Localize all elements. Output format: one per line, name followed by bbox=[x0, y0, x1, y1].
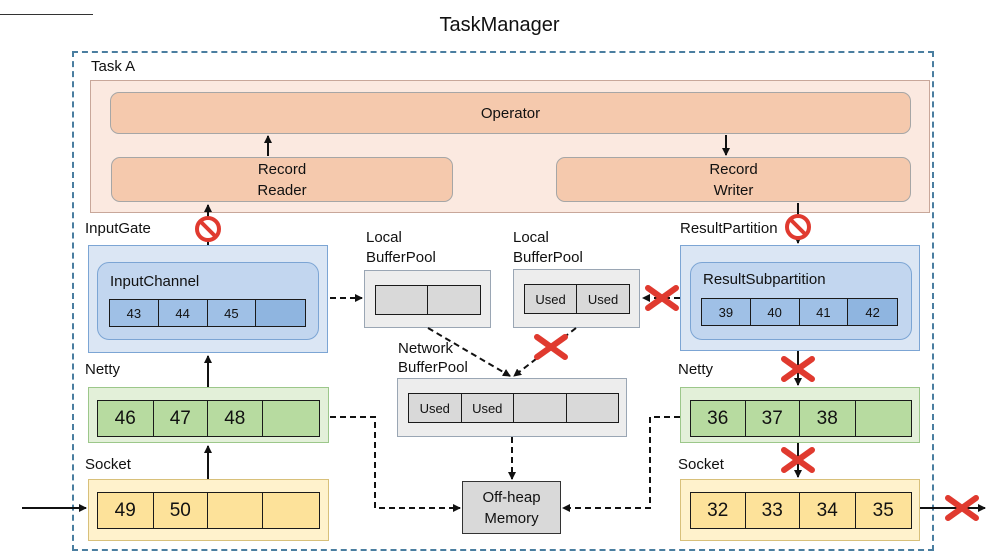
buffer-cell: 32 bbox=[691, 493, 746, 528]
network-line1: Network bbox=[398, 340, 454, 357]
result-partition-label: ResultPartition bbox=[680, 220, 778, 237]
local-bufferpool-left-label: Local BufferPool bbox=[366, 228, 436, 268]
record-reader-line1: Record bbox=[257, 160, 307, 178]
taskmanager-title: TaskManager bbox=[439, 14, 560, 36]
result-subpartition-buffers: 39 40 41 42 bbox=[701, 298, 898, 326]
result-subpartition-label: ResultSubpartition bbox=[703, 271, 826, 288]
socket-left-label: Socket bbox=[85, 456, 131, 473]
dashed-netty-left-to-offheap bbox=[330, 416, 461, 512]
blocked-x-icon bbox=[537, 337, 565, 357]
task-a-container bbox=[72, 51, 934, 551]
buffer-cell: 44 bbox=[159, 300, 208, 326]
record-writer-box: Record Writer bbox=[556, 157, 911, 202]
network-bufferpool-label: Network BufferPool bbox=[398, 339, 468, 377]
local-bufferpool-right-label: Local BufferPool bbox=[513, 228, 583, 268]
buffer-cell: 50 bbox=[154, 493, 209, 528]
blocked-icon bbox=[785, 214, 811, 240]
buffer-cell: Used bbox=[525, 285, 578, 313]
buffer-cell: 49 bbox=[98, 493, 154, 528]
blocked-icon bbox=[195, 216, 221, 242]
network-bufferpool-buffers: Used Used bbox=[408, 393, 619, 423]
local-bufferpool-right-buffers: Used Used bbox=[524, 284, 630, 314]
socket-left-buffers: 49 50 bbox=[97, 492, 320, 529]
buffer-cell: 33 bbox=[746, 493, 800, 528]
buffer-cell: 35 bbox=[872, 499, 894, 521]
local-right-line2: BufferPool bbox=[513, 249, 583, 266]
offheap-line1: Off-heap bbox=[482, 488, 541, 506]
buffer-cell: 39 bbox=[702, 299, 751, 325]
record-reader-box: Record Reader bbox=[111, 157, 453, 202]
buffer-cell: Used bbox=[462, 394, 514, 422]
buffer-cell: 38 bbox=[800, 401, 856, 436]
network-line2: BufferPool bbox=[398, 359, 468, 376]
buffer-cell bbox=[256, 300, 305, 326]
buffer-cell bbox=[376, 286, 429, 314]
input-channel-label: InputChannel bbox=[110, 273, 200, 290]
netty-left-label: Netty bbox=[85, 361, 121, 378]
local-right-line1: Local bbox=[513, 229, 549, 246]
offheap-memory-box: Off-heap Memory bbox=[462, 481, 561, 534]
buffer-cell: 36 bbox=[691, 401, 746, 436]
record-reader-line2: Reader bbox=[257, 181, 307, 199]
input-gate-label: InputGate bbox=[85, 220, 151, 237]
buffer-cell: 48 bbox=[208, 401, 263, 436]
buffer-cell: 42 bbox=[848, 299, 897, 325]
buffer-cell: 40 bbox=[751, 299, 800, 325]
local-left-line1: Local bbox=[366, 229, 402, 246]
buffer-cell: Used bbox=[409, 394, 462, 422]
operator-box: Operator bbox=[110, 92, 911, 134]
buffer-cell: 41 bbox=[800, 299, 849, 325]
header-rule bbox=[0, 14, 93, 15]
blocked-x-icon bbox=[648, 288, 676, 308]
input-channel-buffers: 43 44 45 bbox=[109, 299, 306, 327]
buffer-cell: 37 bbox=[746, 401, 800, 436]
buffer-cell: 45 bbox=[208, 300, 257, 326]
netty-right-buffers: 36 37 38 bbox=[690, 400, 912, 437]
offheap-line2: Memory bbox=[484, 509, 539, 527]
local-bufferpool-left-buffers bbox=[375, 285, 481, 315]
record-writer-line2: Writer bbox=[713, 181, 754, 199]
dashed-netty-right-to-offheap bbox=[562, 416, 680, 512]
record-writer-line1: Record bbox=[709, 160, 758, 178]
buffer-cell bbox=[208, 493, 263, 528]
dashed-localleft-to-network bbox=[427, 327, 511, 377]
netty-right-label: Netty bbox=[678, 361, 714, 378]
buffer-cell: Used bbox=[587, 291, 619, 307]
buffer-cell: 46 bbox=[98, 401, 154, 436]
socket-right-buffers: 32 33 34 35 bbox=[690, 492, 912, 529]
netty-left-buffers: 46 47 48 bbox=[97, 400, 320, 437]
buffer-cell: 34 bbox=[800, 493, 856, 528]
task-a-label: Task A bbox=[91, 58, 136, 75]
buffer-cell bbox=[514, 394, 567, 422]
buffer-cell: 47 bbox=[154, 401, 209, 436]
buffer-cell: 43 bbox=[110, 300, 159, 326]
local-left-line2: BufferPool bbox=[366, 249, 436, 266]
socket-right-label: Socket bbox=[678, 456, 724, 473]
